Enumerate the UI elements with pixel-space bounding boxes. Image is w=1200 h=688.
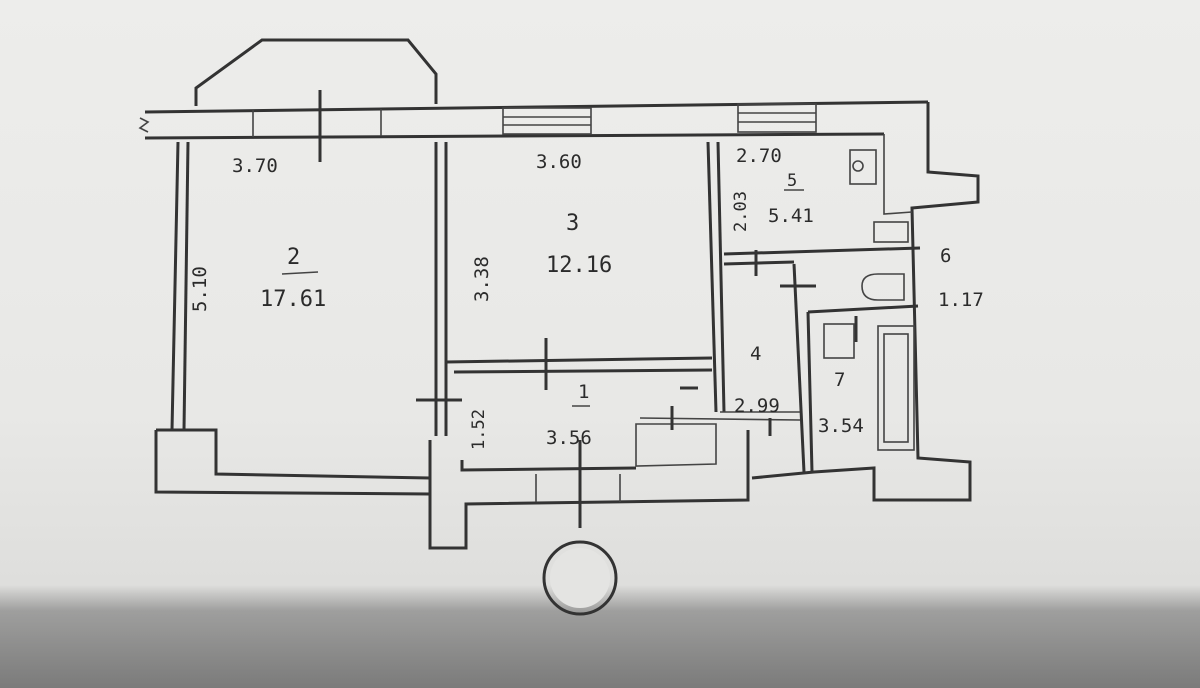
stove-icon: [849, 149, 877, 185]
room5-width-label: 2.70: [736, 145, 782, 167]
room3-length-label: 3.38: [471, 256, 493, 302]
fixtures: [823, 149, 915, 451]
interior-walls: [416, 141, 921, 473]
sink-icon: [873, 221, 909, 243]
room6-area: 1.17: [938, 289, 984, 311]
room6-number: 6: [940, 245, 951, 267]
room5-number: 5: [787, 171, 797, 191]
room4-number: 4: [750, 343, 761, 365]
room1-number: 1: [578, 381, 589, 403]
washbasin-icon: [823, 323, 855, 359]
room7-area: 3.54: [818, 415, 864, 437]
room1-area: 3.56: [546, 427, 592, 449]
room5-length-label: 2.03: [731, 191, 751, 232]
room2-width-label: 3.70: [232, 155, 278, 177]
exterior-right-wall: [751, 102, 980, 502]
bay-window: [194, 38, 438, 106]
bathtub-icon: [877, 325, 915, 451]
service-shaft: [883, 134, 913, 215]
room3-number: 3: [566, 211, 579, 236]
room4-area: 2.99: [734, 395, 780, 417]
room5-area: 5.41: [768, 205, 814, 227]
room3-area: 12.16: [546, 253, 612, 278]
exterior-top-wall: [138, 90, 929, 162]
exterior-left-wall: [154, 141, 431, 496]
toilet-icon: [861, 273, 905, 301]
room2-area: 17.61: [260, 287, 326, 312]
room2-number: 2: [287, 245, 300, 270]
room3-width-label: 3.60: [536, 151, 582, 173]
room1-length-label: 1.52: [469, 409, 489, 450]
entrance-marker-fill: [550, 548, 610, 608]
photo-shadow: [0, 585, 1200, 688]
exterior-bottom-wall: [428, 423, 750, 550]
entrance-marker: [542, 540, 618, 616]
room7-number: 7: [834, 369, 845, 391]
room2-length-label: 5.10: [189, 266, 211, 312]
